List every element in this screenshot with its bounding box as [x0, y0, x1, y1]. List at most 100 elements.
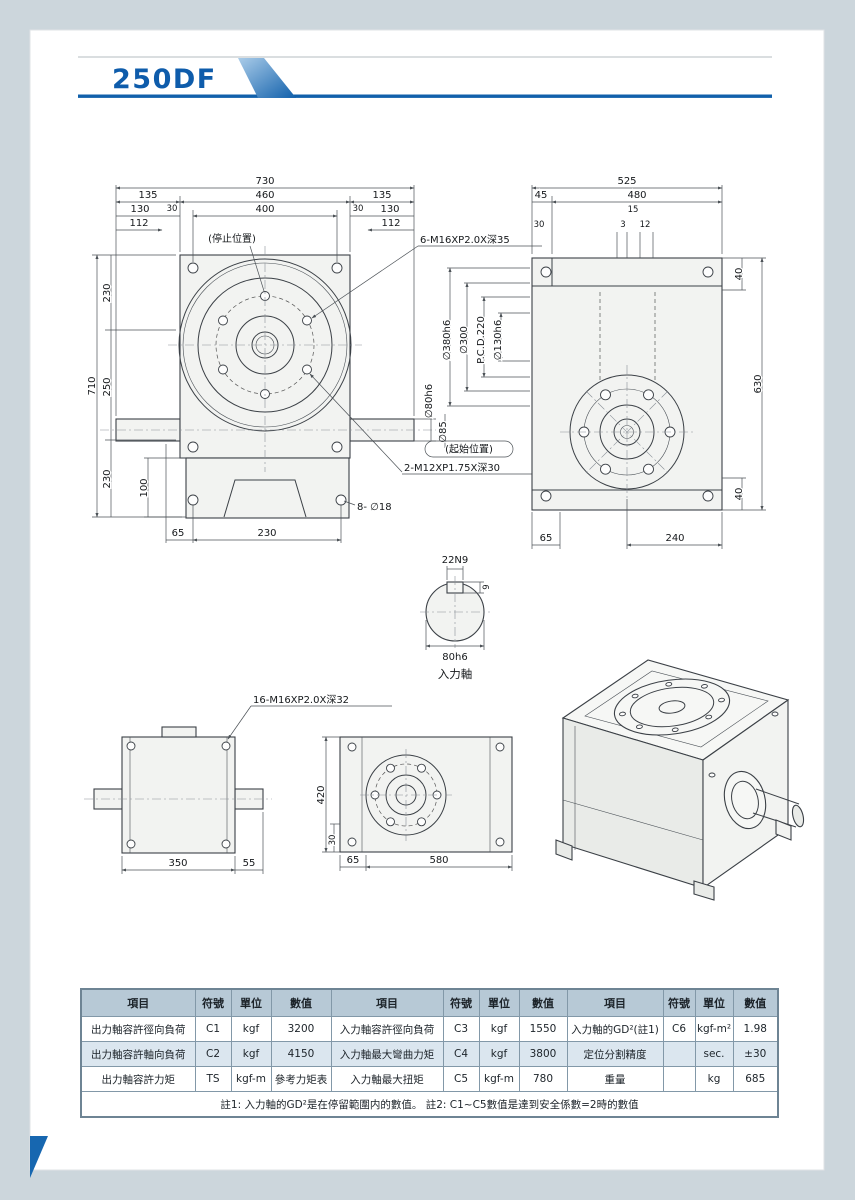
dim-130-right: 130 — [380, 204, 399, 215]
dim-65-bottom: 65 — [347, 855, 360, 866]
dim-65-front: 65 — [172, 528, 185, 539]
tap-note-2-m12: 2-M12XP1.75X深30 — [404, 462, 500, 474]
spec-cell: 1.98 — [732, 1016, 779, 1042]
col-item-1: 項目 — [80, 988, 196, 1017]
spec-cell: 出力軸容許軸向負荷 — [80, 1041, 196, 1067]
spec-cell: 1550 — [518, 1016, 568, 1042]
spec-cell: 3200 — [270, 1016, 332, 1042]
spec-cell: kgf — [230, 1041, 272, 1067]
spec-cell: 780 — [518, 1066, 568, 1092]
holes-8-d18-label: 8- ∅18 — [357, 502, 392, 513]
spec-cell — [662, 1041, 696, 1067]
spec-cell: 定位分割精度 — [566, 1041, 664, 1067]
dim-30-bottom: 30 — [328, 835, 338, 846]
dim-710: 710 — [87, 376, 98, 395]
spec-table-section: 項目 符號 單位 數值 項目 符號 單位 數值 項目 符號 單位 數值 出力軸容… — [80, 988, 779, 1118]
col-symbol-1: 符號 — [194, 988, 232, 1017]
spec-cell: 3800 — [518, 1041, 568, 1067]
input-shaft-detail: 22N9 9 80h6 入力軸 — [420, 554, 493, 682]
spec-table: 項目 符號 單位 數值 項目 符號 單位 數值 項目 符號 單位 數值 出力軸容… — [80, 988, 779, 1118]
spec-row-2: 出力軸容許軸向負荷 C2 kgf 4150 入力軸最大彎曲力矩 C4 kgf 3… — [80, 1041, 779, 1067]
spec-row-3: 出力軸容許力矩 TS kgf-m 參考力矩表 入力軸最大扭矩 C5 kgf-m … — [80, 1066, 779, 1092]
tap-note-6-m16: 6-M16XP2.0X深35 — [420, 234, 510, 246]
col-symbol-3: 符號 — [662, 988, 696, 1017]
spec-cell: 重量 — [566, 1066, 664, 1092]
spec-cell: C1 — [194, 1016, 232, 1042]
dim-d80h6: ∅80h6 — [424, 384, 435, 418]
table-note: 註1: 入力軸的GD²是在停留範圍内的數值。 註2: C1~C5數值是達到安全係… — [80, 1091, 779, 1118]
dim-420: 420 — [316, 785, 327, 804]
dim-40-top: 40 — [734, 268, 745, 281]
dim-d85: ∅85 — [438, 421, 449, 442]
spec-cell: kg — [694, 1066, 734, 1092]
spec-cell: sec. — [694, 1041, 734, 1067]
col-value-2: 數值 — [518, 988, 568, 1017]
spec-cell: C5 — [442, 1066, 480, 1092]
dim-730: 730 — [255, 176, 274, 187]
col-unit-3: 單位 — [694, 988, 734, 1017]
dim-d380h6: ∅380h6 — [442, 320, 453, 361]
spec-cell: 出力軸容許力矩 — [80, 1066, 196, 1092]
dim-d300: ∅300 — [459, 326, 470, 354]
dim-130-left: 130 — [130, 204, 149, 215]
col-item-3: 項目 — [566, 988, 664, 1017]
dim-112-right: 112 — [381, 218, 400, 229]
isometric-view — [555, 659, 805, 901]
dim-45: 45 — [535, 190, 548, 201]
spec-header-row: 項目 符號 單位 數值 項目 符號 單位 數值 項目 符號 單位 數值 — [80, 988, 779, 1017]
spec-cell: kgf-m — [230, 1066, 272, 1092]
page-corner-accent — [30, 1136, 48, 1178]
spec-cell: kgf — [230, 1016, 272, 1042]
col-unit-2: 單位 — [478, 988, 520, 1017]
col-value-3: 數值 — [732, 988, 779, 1017]
spec-cell: 出力軸容許徑向負荷 — [80, 1016, 196, 1042]
dim-135-right: 135 — [372, 190, 391, 201]
dim-350: 350 — [168, 858, 187, 869]
dim-400: 400 — [255, 204, 274, 215]
dim-top-15: 15 — [628, 205, 639, 215]
dim-100: 100 — [139, 478, 150, 497]
dim-top-30: 30 — [534, 220, 545, 230]
col-item-2: 項目 — [330, 988, 444, 1017]
bottom-view: 420 30 65 580 — [315, 736, 513, 871]
spec-cell: C2 — [194, 1041, 232, 1067]
dim-580: 580 — [429, 855, 448, 866]
dim-230-top: 230 — [102, 283, 113, 302]
spec-cell: ±30 — [732, 1041, 779, 1067]
dim-240: 240 — [665, 533, 684, 544]
spec-cell: C6 — [662, 1016, 696, 1042]
dim-55: 55 — [243, 858, 256, 869]
spec-cell: kgf-m² — [694, 1016, 734, 1042]
col-value-1: 數值 — [270, 988, 332, 1017]
spec-cell: 入力軸的GD²(註1) — [566, 1016, 664, 1042]
col-unit-1: 單位 — [230, 988, 272, 1017]
side-view: ∅380h6 ∅300 P.C.D.220 ∅130h6 525 45 480 … — [441, 175, 766, 549]
dim-460: 460 — [255, 190, 274, 201]
dim-230-base: 230 — [257, 528, 276, 539]
dim-230-bottom: 230 — [102, 469, 113, 488]
dim-525: 525 — [617, 176, 636, 187]
dim-d130h6: ∅130h6 — [493, 320, 504, 361]
rear-view: 16-M16XP2.0X深32 350 55 — [84, 693, 392, 874]
dim-40-bottom: 40 — [734, 488, 745, 501]
dim-80h6: 80h6 — [442, 652, 467, 663]
spec-cell: 參考力矩表 — [270, 1066, 332, 1092]
dim-keyway-9: 9 — [482, 584, 492, 589]
dim-480: 480 — [627, 190, 646, 201]
dim-top-12: 12 — [640, 220, 651, 230]
tap-note-16-m16: 16-M16XP2.0X深32 — [253, 694, 349, 706]
spec-cell: 入力軸容許徑向負荷 — [330, 1016, 444, 1042]
spec-cell: C3 — [442, 1016, 480, 1042]
spec-cell: 685 — [732, 1066, 779, 1092]
stop-position-label: (停止位置) — [208, 232, 256, 245]
page-sheet — [29, 29, 825, 1171]
spec-row-1: 出力軸容許徑向負荷 C1 kgf 3200 入力軸容許徑向負荷 C3 kgf 1… — [80, 1016, 779, 1042]
model-title: 250DF — [112, 64, 217, 95]
spec-cell: kgf — [478, 1016, 520, 1042]
spec-cell: C4 — [442, 1041, 480, 1067]
header-swoosh-icon — [238, 58, 296, 98]
spec-note-row: 註1: 入力軸的GD²是在停留範圍内的數值。 註2: C1~C5數值是達到安全係… — [80, 1091, 779, 1118]
dim-keyway-22n9: 22N9 — [442, 555, 469, 566]
